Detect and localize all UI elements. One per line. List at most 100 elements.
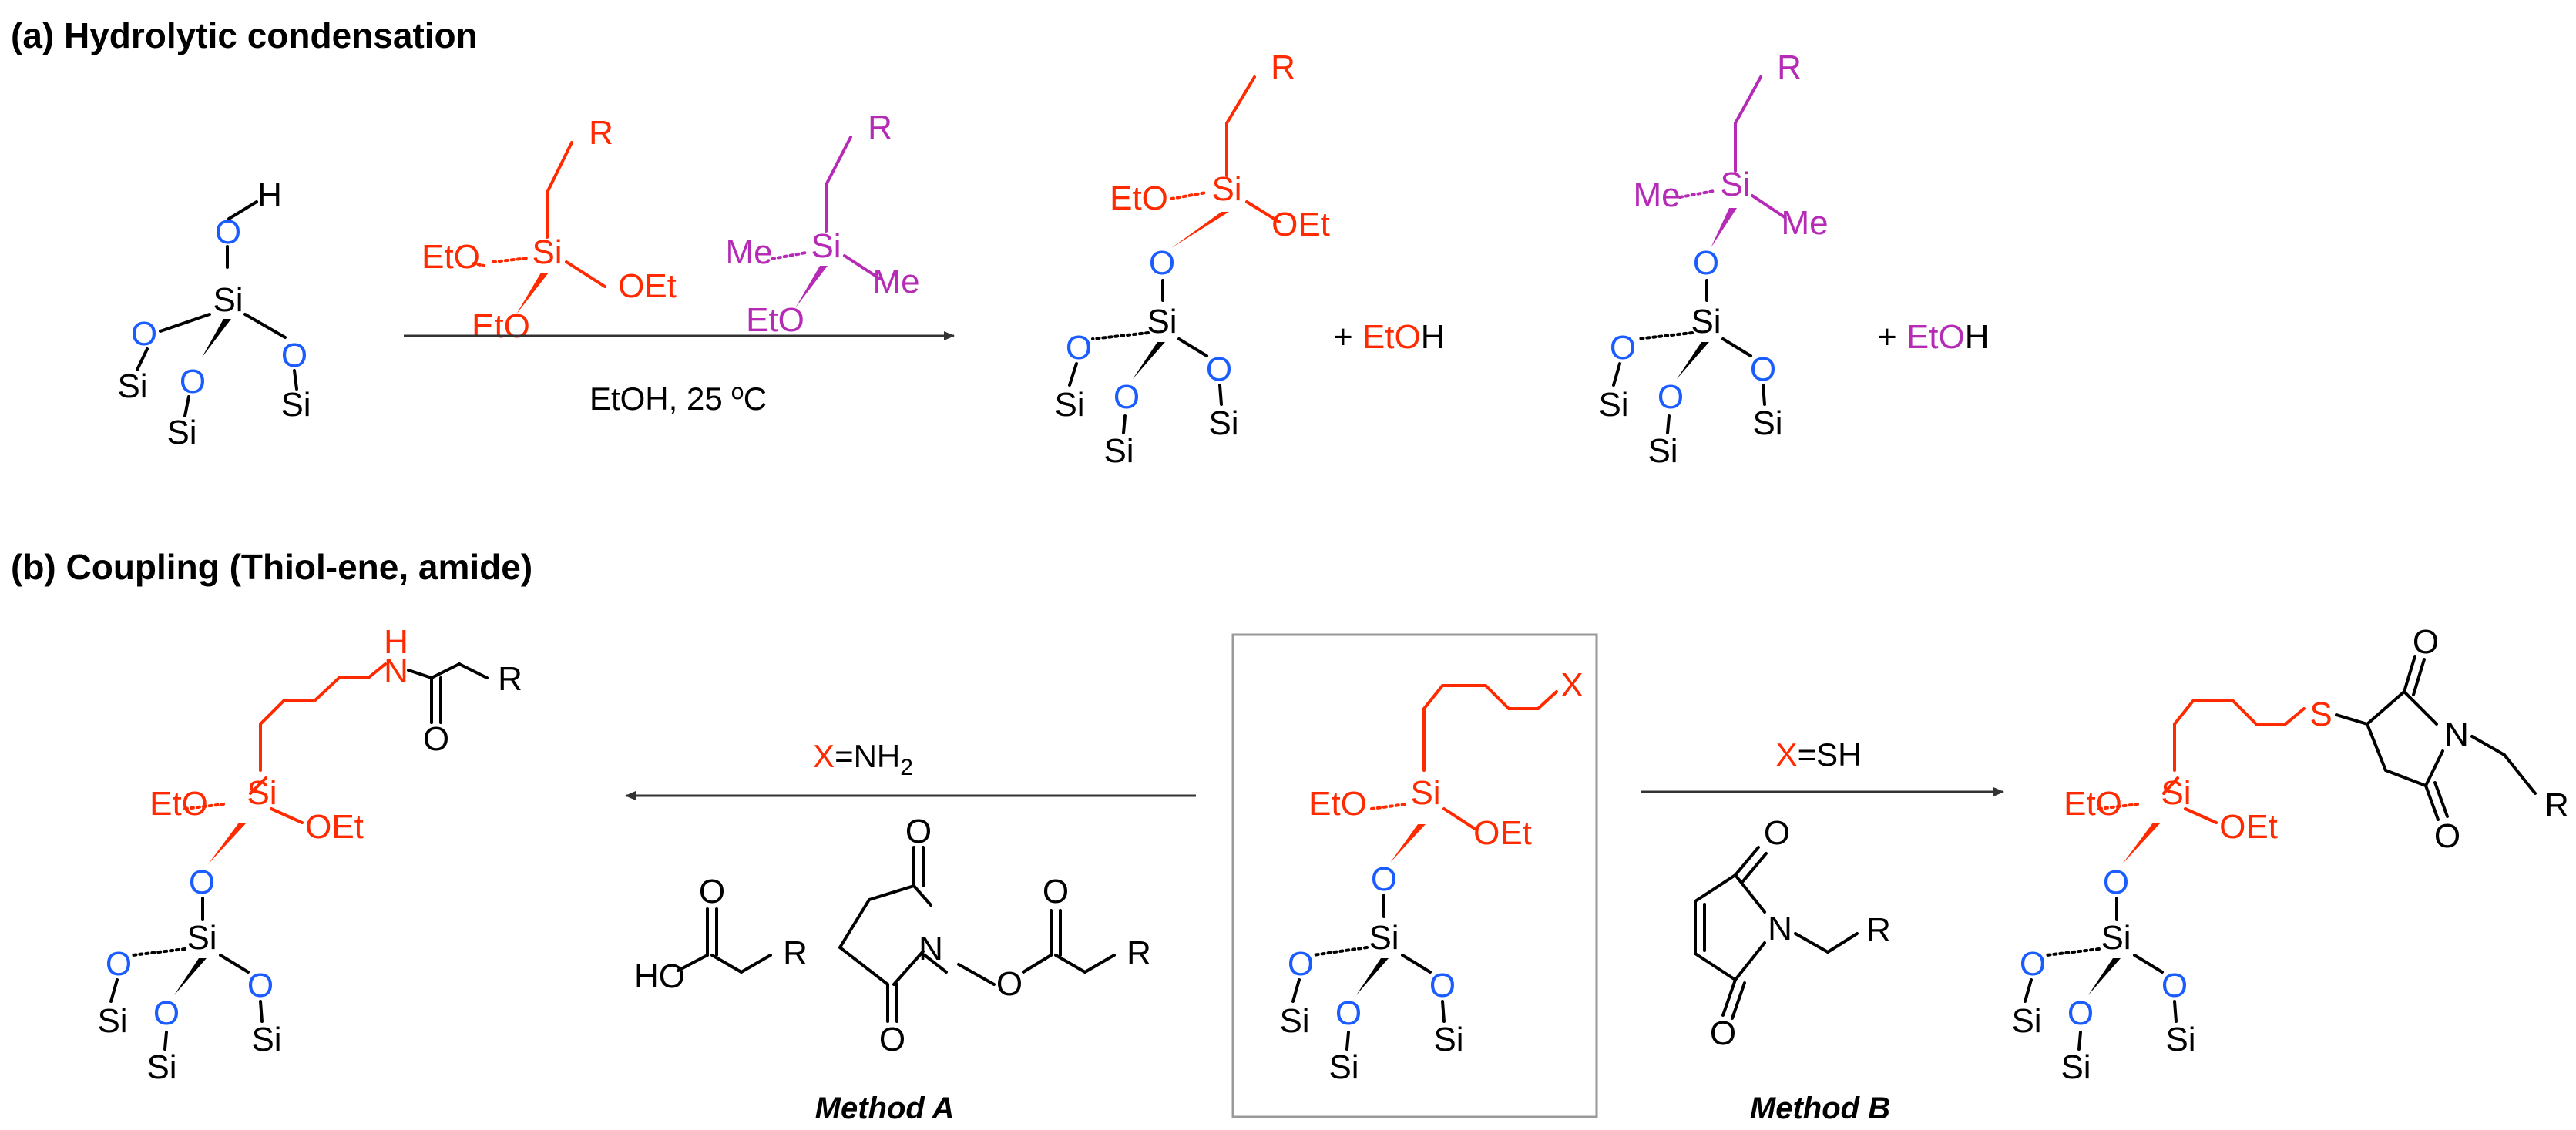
atom-label: O	[1764, 814, 1790, 852]
atom-label: Si	[1279, 1002, 1309, 1040]
atom-label: O	[1693, 244, 1719, 282]
atom-label: EtO	[1110, 179, 1168, 217]
atom-label: O	[1750, 350, 1776, 388]
atom-label: Si	[251, 1021, 281, 1058]
atom-label: R	[868, 109, 892, 146]
atom-label: Si	[1433, 1021, 1463, 1058]
atom-label: O	[247, 967, 274, 1004]
atom-label: Si	[1208, 404, 1238, 442]
atom-label: O	[996, 965, 1023, 1003]
condition-label-a: EtOH, 25 ºC	[589, 381, 767, 417]
atom-label: O	[905, 813, 932, 850]
atom-label: R	[1777, 49, 1802, 86]
condition-label-amide: X=NH2	[813, 738, 913, 780]
atom-label: Si	[247, 774, 277, 812]
atom-label: O	[2161, 967, 2188, 1004]
atom-label: Si	[1691, 303, 1721, 340]
atom-label: EtO	[421, 238, 480, 276]
atom-label: O	[215, 213, 241, 251]
atom-label: O	[1371, 860, 1397, 898]
triethoxysilane-reagent: R Si EtO OEt EtO	[421, 114, 677, 345]
atom-label: Si	[280, 386, 311, 424]
atom-label: Si	[166, 414, 196, 451]
atom-label: O	[1043, 873, 1069, 910]
atom-label: Si	[1328, 1048, 1359, 1086]
atom-label: Si	[2060, 1048, 2091, 1086]
atom-label: Si	[2161, 774, 2191, 812]
atom-label: O	[1113, 378, 1140, 416]
atom-label: O	[2067, 994, 2094, 1032]
atom-label: O	[1206, 350, 1232, 388]
atom-label: Si	[1103, 432, 1134, 470]
condition-label-thiol-ene: X=SH	[1776, 736, 1862, 773]
atom-label: Si	[186, 919, 217, 957]
atom-label: O	[2020, 945, 2046, 983]
atom-label: O	[1429, 967, 1456, 1004]
atom-label: Si	[146, 1048, 176, 1086]
atom-label: O	[1288, 945, 1314, 983]
byproduct-ethanol-magenta: + EtOH	[1877, 318, 1990, 356]
atom-label: N	[1768, 910, 1792, 947]
atom-label: O	[131, 315, 157, 353]
amide-coupled-product: H N R O Si EtO OEt O Si O O O Si Si Si	[97, 623, 522, 1086]
atom-label: Me	[1781, 204, 1828, 242]
grafted-dimethyl-product: R Si Me Me O Si O O O Si Si Si	[1598, 49, 1828, 470]
atom-label: Si	[1720, 166, 1750, 203]
atom-label: O	[1149, 244, 1175, 282]
nhs-ester-reagent: O N O O O R	[838, 813, 1151, 1058]
atom-label: Si	[97, 1002, 127, 1040]
grafted-triethoxy-product: R Si EtO OEt O Si O O O Si Si Si	[1054, 49, 1329, 470]
atom-label: OEt	[618, 267, 677, 305]
atom-label: Si	[1410, 774, 1440, 812]
panel-b-title: (b) Coupling (Thiol-ene, amide)	[11, 547, 532, 587]
atom-label: R	[2544, 786, 2569, 824]
carboxylic-acid-reagent: HO O R	[634, 873, 808, 995]
atom-label: Si	[1369, 919, 1399, 957]
atom-label: R	[1271, 49, 1295, 86]
atom-label: Si	[1054, 386, 1084, 424]
atom-label: OEt	[305, 808, 364, 846]
atom-label: O	[2413, 623, 2439, 661]
atom-label: O	[1610, 329, 1636, 367]
atom-label: Si	[213, 281, 243, 319]
atom-label: EtO	[149, 785, 208, 823]
atom-label: O	[2103, 863, 2129, 901]
atom-label: Si	[811, 227, 841, 265]
atom-label: R	[498, 660, 522, 698]
atom-label: OEt	[1473, 814, 1532, 852]
atom-label: Si	[532, 233, 562, 271]
atom-label: OEt	[1271, 206, 1330, 243]
atom-label: EtO	[472, 307, 530, 345]
atom-label: O	[423, 720, 449, 758]
atom-label: H	[384, 623, 408, 661]
byproduct-ethanol-red: + EtOH	[1333, 318, 1446, 356]
atom-label: R	[1866, 911, 1891, 949]
atom-label: O	[879, 1021, 905, 1058]
panel-a-title: (a) Hydrolytic condensation	[11, 15, 478, 55]
atom-label: O	[153, 994, 180, 1032]
atom-label: R	[589, 114, 613, 152]
starting-material-box	[1231, 633, 1598, 1118]
thioether-coupled-product: S O N R O Si EtO OEt O Si O O O Si Si Si	[2011, 623, 2568, 1086]
atom-label: Si	[117, 367, 147, 405]
atom-label: H	[257, 176, 282, 214]
atom-label: Si	[1211, 170, 1241, 208]
atom-label: R	[1127, 934, 1151, 972]
atom-label: Me	[872, 263, 919, 300]
atom-label: Si	[1752, 404, 1782, 442]
atom-label: N	[919, 930, 943, 967]
atom-label: Me	[725, 233, 772, 271]
atom-label: O	[106, 945, 132, 983]
atom-label: Si	[2011, 1002, 2041, 1040]
atom-label: EtO	[746, 301, 804, 339]
atom-label: O	[699, 873, 725, 910]
silanol-surface-site: H O Si O O O Si Si Si	[117, 176, 311, 451]
method-a-label: Method A	[815, 1091, 955, 1125]
maleimide-reagent: O N R O	[1694, 814, 1891, 1052]
atom-label: N	[384, 652, 408, 690]
atom-label: O	[281, 337, 307, 374]
atom-label: O	[180, 363, 206, 401]
atom-label: Si	[1647, 432, 1678, 470]
atom-label: OEt	[2219, 808, 2278, 846]
